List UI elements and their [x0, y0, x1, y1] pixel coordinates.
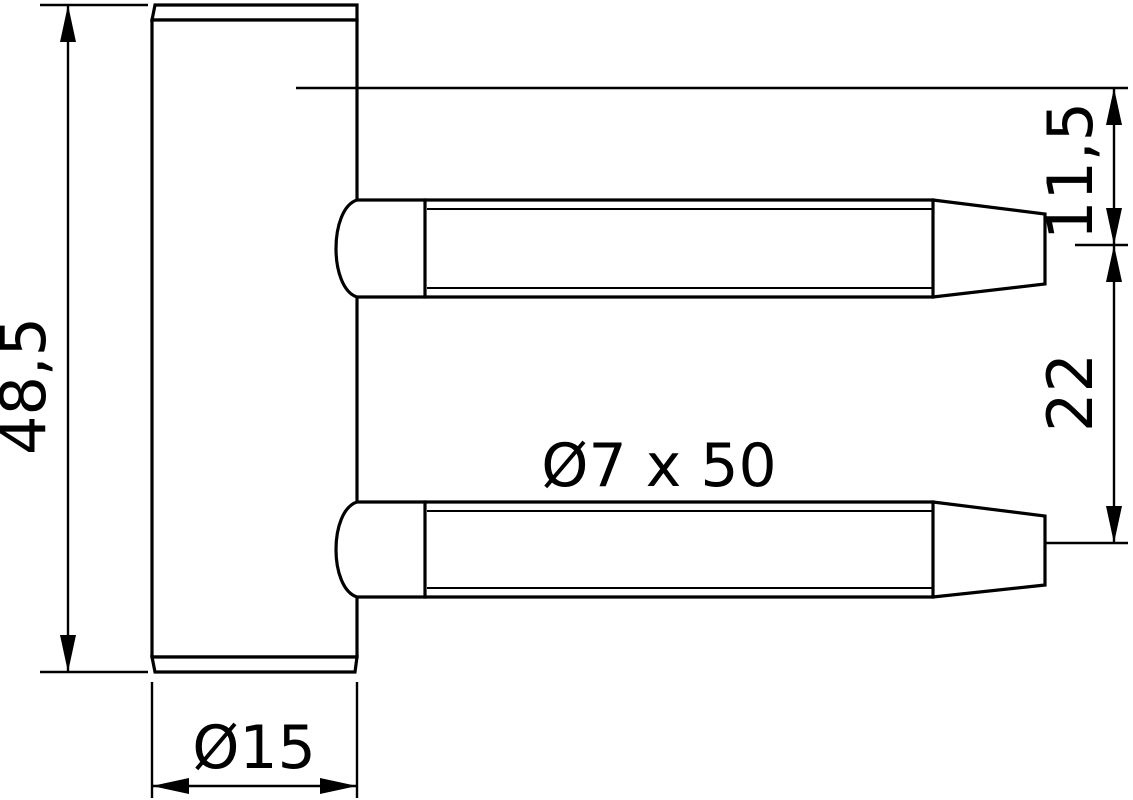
pin-spacing-text: 22 [1034, 353, 1107, 432]
height-dim-text: 48,5 [0, 317, 60, 455]
height-dim-arrow-up [60, 5, 76, 42]
pin-spacing-arrow-down [1106, 506, 1122, 543]
plate-body-outline [150, 18, 359, 659]
pin-spec-label-text: Ø7 x 50 [541, 431, 776, 501]
upper-pin-outline [334, 198, 1047, 299]
pin-spacing-arrow-up [1106, 245, 1122, 282]
plate-bottom-chamfer [150, 655, 359, 674]
lower-pin [334, 500, 1047, 599]
plate-top-chamfer [150, 3, 359, 22]
top-offset-arrow-down [1106, 208, 1122, 245]
plate-diameter-dimension-group: Ø15 [150, 682, 359, 798]
upper-pin [334, 198, 1047, 299]
top-offset-arrow-up [1106, 88, 1122, 125]
height-dimension-group: 48,5 [0, 3, 148, 674]
plate-dia-text: Ø15 [192, 713, 316, 783]
plate-dia-arrow-left [152, 778, 189, 794]
mounting-plate [150, 3, 359, 674]
right-dimension-group: 11,5 22 [296, 86, 1128, 545]
pin-spec-label-group: Ø7 x 50 [541, 431, 776, 501]
plate-dia-arrow-right [320, 778, 357, 794]
height-dim-arrow-down [60, 635, 76, 672]
lower-pin-outline [334, 500, 1047, 599]
top-offset-text: 11,5 [1034, 102, 1107, 240]
